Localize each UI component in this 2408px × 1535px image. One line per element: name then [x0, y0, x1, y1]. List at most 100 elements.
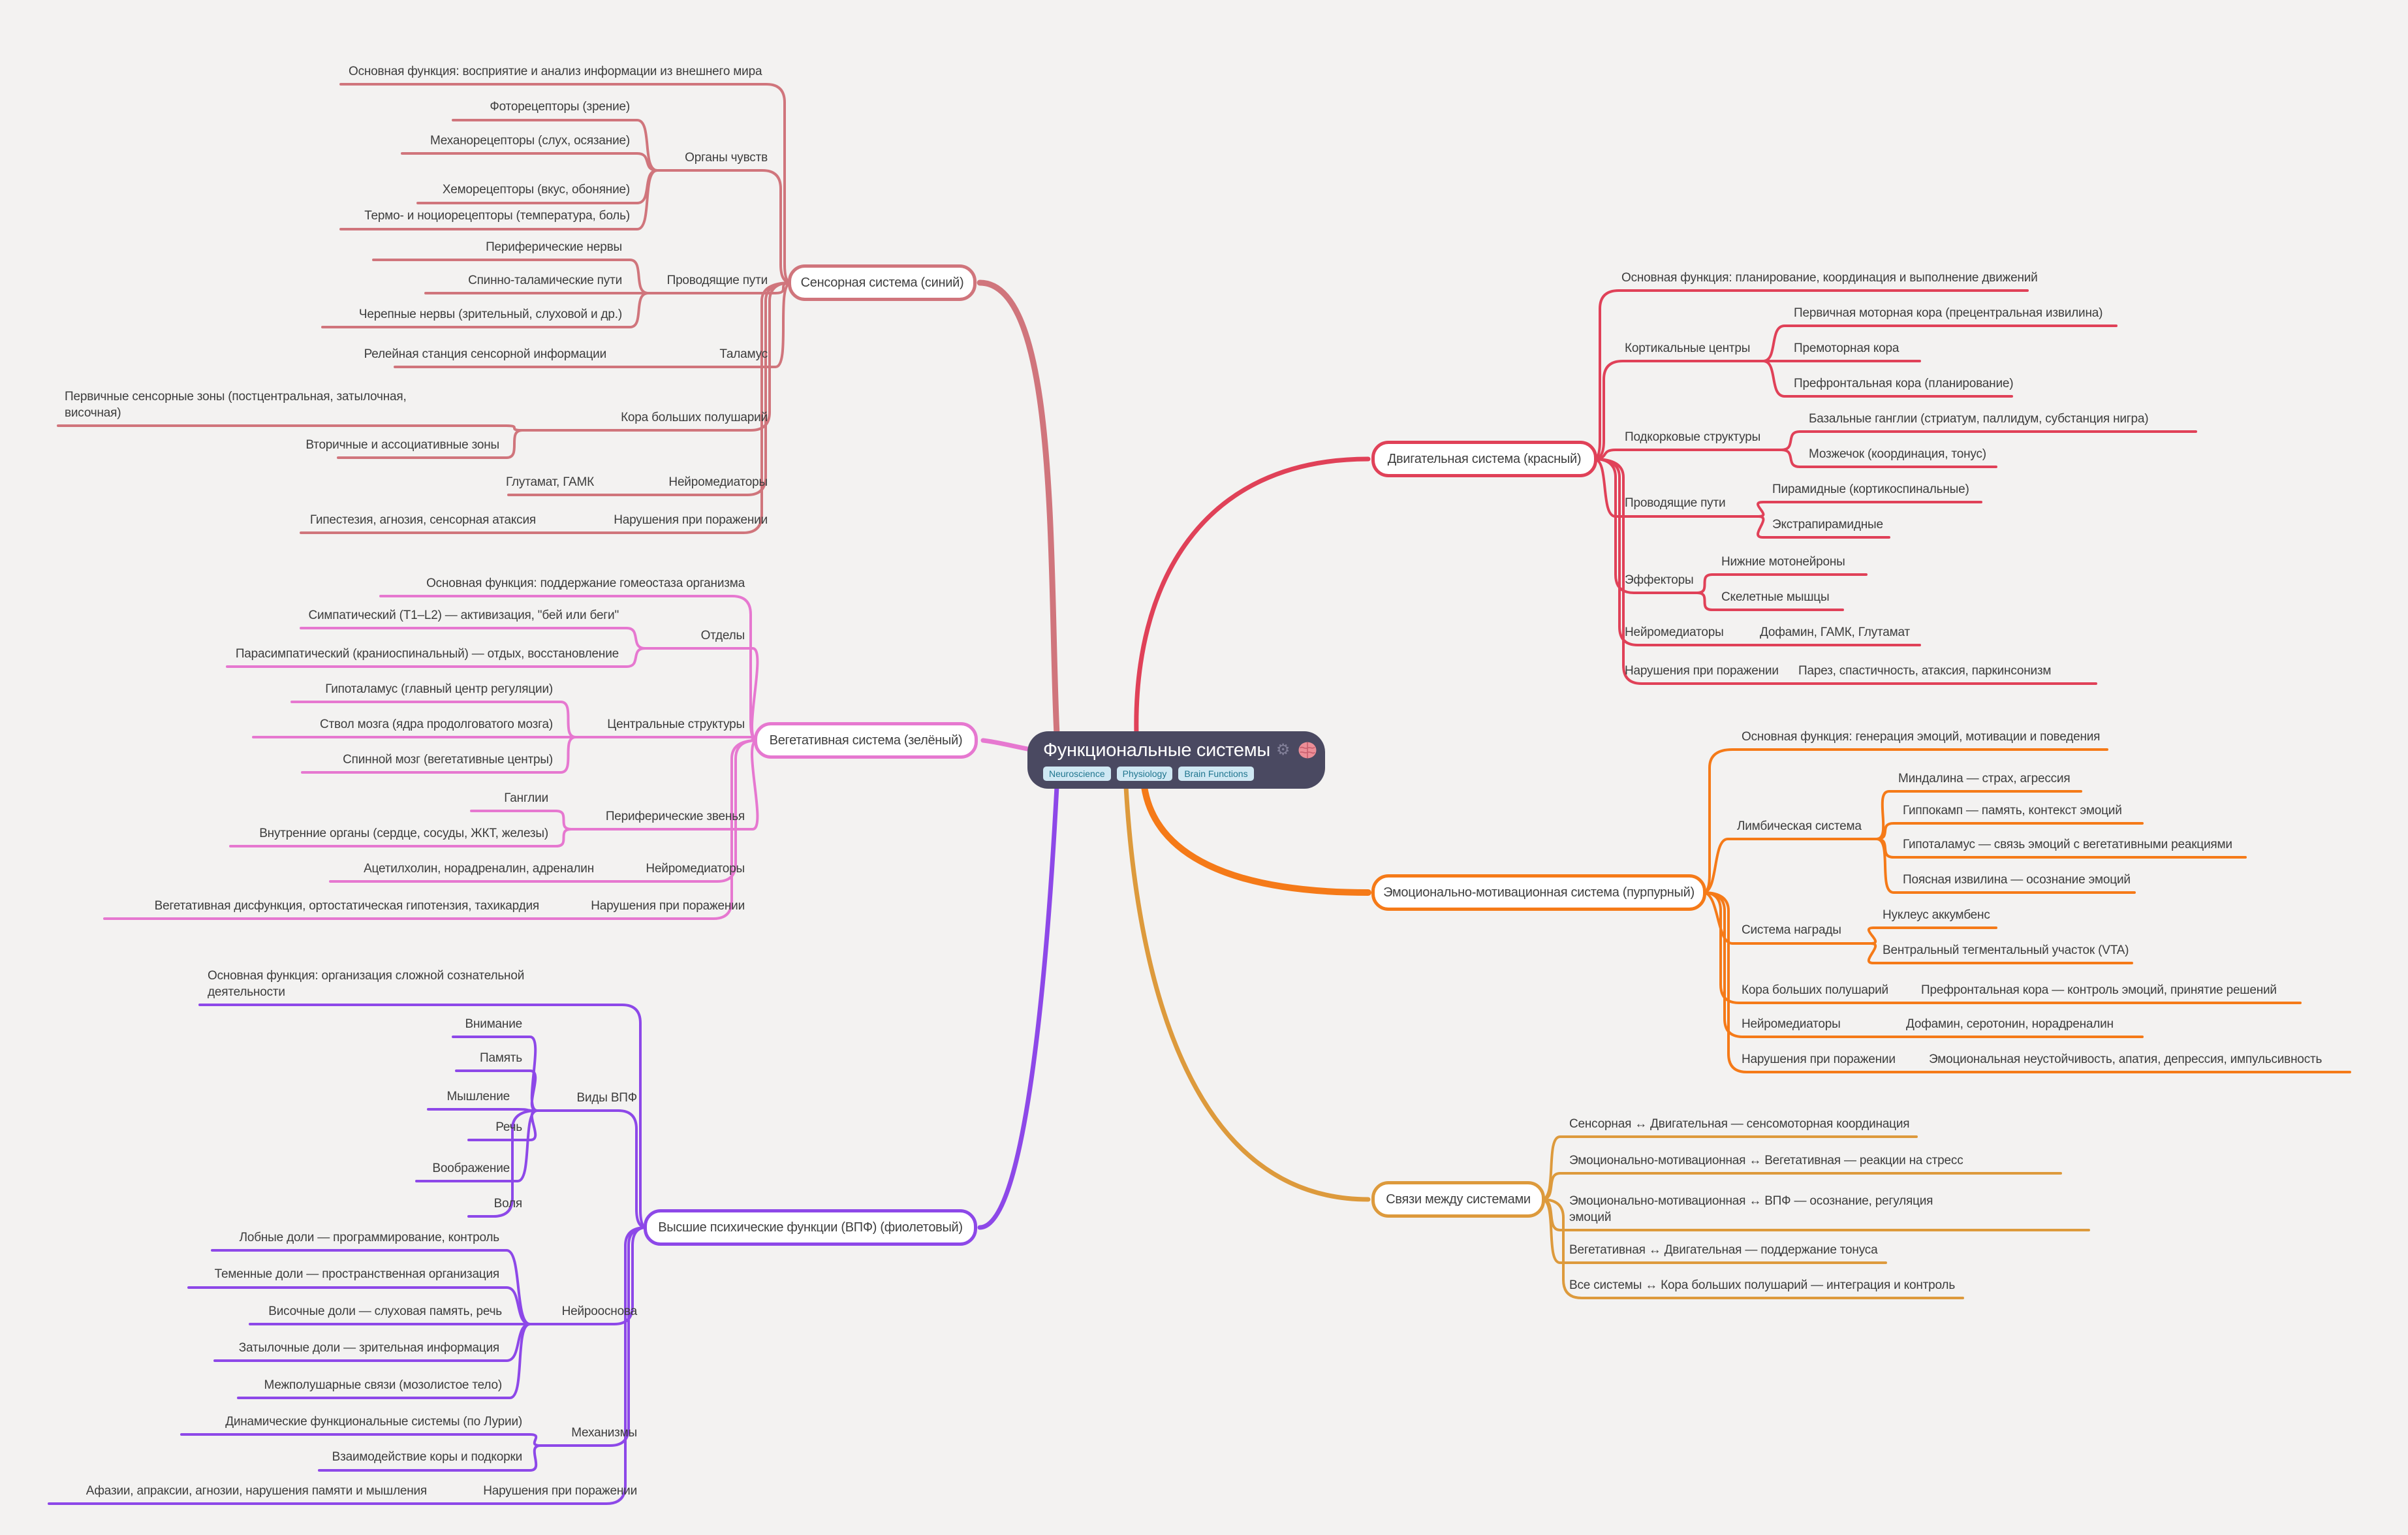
topic-l1[interactable]: Сенсорная ↔ Двигательная — сенсомоторная…	[1569, 1117, 1910, 1131]
topic-m_dis1[interactable]: Парез, спастичность, атаксия, паркинсони…	[1798, 664, 2052, 678]
topic-v_spinal[interactable]: Спинной мозг (вегетативные центры)	[343, 753, 553, 767]
topic-s_glut[interactable]: Глутамат, ГАМК	[505, 475, 594, 489]
topic-s_secondary[interactable]: Вторичные и ассоциативные зоны	[305, 438, 499, 452]
topic-v_parasymp[interactable]: Парасимпатический (краниоспинальный) — о…	[235, 647, 619, 661]
topic-v_gang[interactable]: Ганглии	[504, 791, 548, 805]
topic-e_prefront[interactable]: Префронтальная кора — контроль эмоций, п…	[1921, 983, 2277, 997]
topic-f_dis1[interactable]: Афазии, апраксии, агнозии, нарушения пам…	[86, 1484, 428, 1498]
topic-m_cereb[interactable]: Мозжечок (координация, тонус)	[1809, 447, 1986, 461]
main-topic-emotional[interactable]: Эмоционально-мотивационная система (пурп…	[1371, 874, 1706, 911]
topic-s_func[interactable]: Основная функция: восприятие и анализ ин…	[349, 65, 762, 78]
topic-e_dopa[interactable]: Дофамин, серотонин, норадреналин	[1906, 1017, 2114, 1031]
tag-physiology[interactable]: Physiology	[1116, 767, 1173, 781]
topic-s_spino[interactable]: Спинно-таламические пути	[468, 274, 622, 287]
topic-f_inter2[interactable]: Взаимодействие коры и подкорки	[332, 1450, 523, 1464]
topic-e_dis1[interactable]: Эмоциональная неустойчивость, апатия, де…	[1929, 1052, 2322, 1066]
topic-e_nucleus[interactable]: Нуклеус аккумбенс	[1883, 908, 1990, 922]
topic-v_brainstem[interactable]: Ствол мозга (ядра продолговатого мозга)	[319, 718, 553, 731]
topic-m_muscles[interactable]: Скелетные мышцы	[1721, 590, 1830, 604]
topic-f_func[interactable]: Основная функция: организация сложной со…	[208, 969, 525, 999]
main-topic-sensory[interactable]: Сенсорная система (синий)	[788, 264, 977, 301]
topic-m_prefrontal[interactable]: Префронтальная кора (планирование)	[1794, 377, 2014, 390]
topic-e_neuro[interactable]: Нейромедиаторы	[1742, 1017, 1841, 1031]
topic-e_dis[interactable]: Нарушения при поражении	[1742, 1052, 1896, 1066]
topic-f_frontal[interactable]: Лобные доли — программирование, контроль	[239, 1231, 500, 1244]
topic-m_basal[interactable]: Базальные ганглии (стриатум, паллидум, с…	[1809, 412, 2149, 426]
main-topic-vegetative[interactable]: Вегетативная система (зелёный)	[754, 722, 978, 759]
topic-m_subcort[interactable]: Подкорковые структуры	[1625, 430, 1761, 444]
topic-f_parietal[interactable]: Теменные доли — пространственная организ…	[214, 1267, 500, 1281]
topic-m_cortical[interactable]: Кортикальные центры	[1625, 341, 1751, 355]
topic-m_dopa[interactable]: Дофамин, ГАМК, Глутамат	[1760, 625, 1910, 639]
tag-brain-functions[interactable]: Brain Functions	[1178, 767, 1254, 781]
topic-v_dis1[interactable]: Вегетативная дисфункция, ортостатическая…	[154, 899, 540, 913]
topic-e_hypo[interactable]: Гипоталамус — связь эмоций с вегетативны…	[1903, 838, 2232, 851]
topic-s_dis1[interactable]: Гипестезия, агнозия, сенсорная атаксия	[309, 513, 536, 527]
topic-v_hypo[interactable]: Гипоталамус (главный центр регуляции)	[325, 682, 553, 696]
topic-l2[interactable]: Эмоционально-мотивационная ↔ Вегетативна…	[1569, 1154, 1963, 1167]
topic-f_occip[interactable]: Затылочные доли — зрительная информация	[238, 1341, 499, 1355]
topic-l5[interactable]: Все системы ↔ Кора больших полушарий — и…	[1569, 1278, 1956, 1292]
topic-f_speech[interactable]: Речь	[495, 1120, 522, 1134]
main-topic-motor[interactable]: Двигательная система (красный)	[1371, 441, 1597, 477]
topic-f_temporal[interactable]: Височные доли — слуховая память, речь	[268, 1305, 502, 1318]
topic-s_relay[interactable]: Релейная станция сенсорной информации	[364, 347, 607, 361]
topic-v_organs[interactable]: Внутренние органы (сердце, сосуды, ЖКТ, …	[259, 827, 548, 840]
topic-v_symp[interactable]: Симпатический (T1–L2) — активизация, "бе…	[308, 609, 619, 622]
topic-s_cortex[interactable]: Кора больших полушарий	[621, 411, 768, 424]
topic-e_func[interactable]: Основная функция: генерация эмоций, моти…	[1742, 730, 2101, 744]
topic-m_pyram[interactable]: Пирамидные (кортикоспинальные)	[1772, 483, 1969, 496]
topic-f_neuro[interactable]: Нейрооснова	[561, 1305, 638, 1318]
topic-e_amyg[interactable]: Миндалина — страх, агрессия	[1898, 772, 2071, 785]
topic-v_acetyl[interactable]: Ацетилхолин, норадреналин, адреналин	[364, 862, 594, 876]
topic-l4[interactable]: Вегетативная ↔ Двигательная — поддержани…	[1569, 1243, 1878, 1257]
topic-m_premotor[interactable]: Премоторная кора	[1794, 341, 1900, 355]
topic-s_thermo[interactable]: Термо- и ноциорецепторы (температура, бо…	[364, 209, 630, 223]
topic-e_reward[interactable]: Система награды	[1742, 923, 1841, 937]
topic-m_extra[interactable]: Экстрапирамидные	[1772, 518, 1883, 531]
topic-f_att[interactable]: Внимание	[465, 1017, 523, 1031]
topic-f_dis[interactable]: Нарушения при поражении	[483, 1484, 637, 1498]
main-topic-links[interactable]: Связи между системами	[1371, 1181, 1545, 1218]
topic-v_dis[interactable]: Нарушения при поражении	[591, 899, 745, 913]
topic-f_mech[interactable]: Механизмы	[571, 1426, 637, 1440]
topic-m_neuro[interactable]: Нейромедиаторы	[1625, 625, 1724, 639]
topic-f_inter[interactable]: Межполушарные связи (мозолистое тело)	[264, 1378, 503, 1392]
central-topic[interactable]: Функциональные системы ⚙ Neuroscience Ph…	[1027, 731, 1325, 789]
topic-s_periph[interactable]: Периферические нервы	[486, 240, 622, 254]
topic-v_func[interactable]: Основная функция: поддержание гомеостаза…	[426, 577, 745, 590]
topic-f_dyn[interactable]: Динамические функциональные системы (по …	[225, 1415, 522, 1429]
topic-e_hippo[interactable]: Гиппокамп — память, контекст эмоций	[1903, 804, 2122, 817]
topic-f_will[interactable]: Воля	[493, 1197, 523, 1211]
gear-icon[interactable]: ⚙	[1275, 741, 1290, 759]
topic-m_eff[interactable]: Эффекторы	[1625, 573, 1694, 587]
topic-s_chemo[interactable]: Хеморецепторы (вкус, обоняние)	[442, 183, 630, 197]
topic-f_imag[interactable]: Воображение	[432, 1162, 510, 1175]
topic-e_cing[interactable]: Поясная извилина — осознание эмоций	[1903, 873, 2131, 887]
topic-s_thal[interactable]: Таламус	[719, 347, 768, 361]
topic-l3[interactable]: Эмоционально-мотивационная ↔ ВПФ — осозн…	[1569, 1194, 1933, 1224]
topic-s_organs[interactable]: Органы чувств	[685, 151, 768, 165]
topic-v_neuro[interactable]: Нейромедиаторы	[646, 862, 745, 876]
topic-m_lower[interactable]: Нижние мотонейроны	[1721, 555, 1845, 569]
topic-v_sections[interactable]: Отделы	[700, 629, 745, 642]
tag-neuroscience[interactable]: Neuroscience	[1043, 767, 1111, 781]
main-topic-vpf[interactable]: Высшие психические функции (ВПФ) (фиолет…	[644, 1209, 977, 1246]
topic-f_mem[interactable]: Память	[480, 1051, 522, 1065]
topic-s_mech[interactable]: Механорецепторы (слух, осязание)	[430, 134, 630, 148]
topic-f_types[interactable]: Виды ВПФ	[576, 1091, 638, 1105]
topic-s_primary[interactable]: Первичные сенсорные зоны (постцентральна…	[65, 390, 407, 420]
topic-s_neuro[interactable]: Нейромедиаторы	[668, 475, 768, 489]
topic-m_dis[interactable]: Нарушения при поражении	[1625, 664, 1779, 678]
topic-e_cortex[interactable]: Кора больших полушарий	[1742, 983, 1888, 997]
topic-s_cranial[interactable]: Черепные нервы (зрительный, слуховой и д…	[358, 308, 622, 321]
topic-e_vta[interactable]: Вентральный тегментальный участок (VTA)	[1883, 943, 2129, 957]
topic-s_photo[interactable]: Фоторецепторы (зрение)	[490, 100, 630, 114]
topic-m_func[interactable]: Основная функция: планирование, координа…	[1621, 271, 2038, 285]
topic-f_think[interactable]: Мышление	[446, 1090, 510, 1103]
topic-v_central[interactable]: Центральные структуры	[607, 718, 745, 731]
topic-m_paths[interactable]: Проводящие пути	[1625, 496, 1726, 510]
topic-e_limbic[interactable]: Лимбическая система	[1737, 819, 1862, 833]
topic-m_primary[interactable]: Первичная моторная кора (прецентральная …	[1794, 306, 2103, 320]
topic-v_periph[interactable]: Периферические звенья	[605, 810, 745, 823]
